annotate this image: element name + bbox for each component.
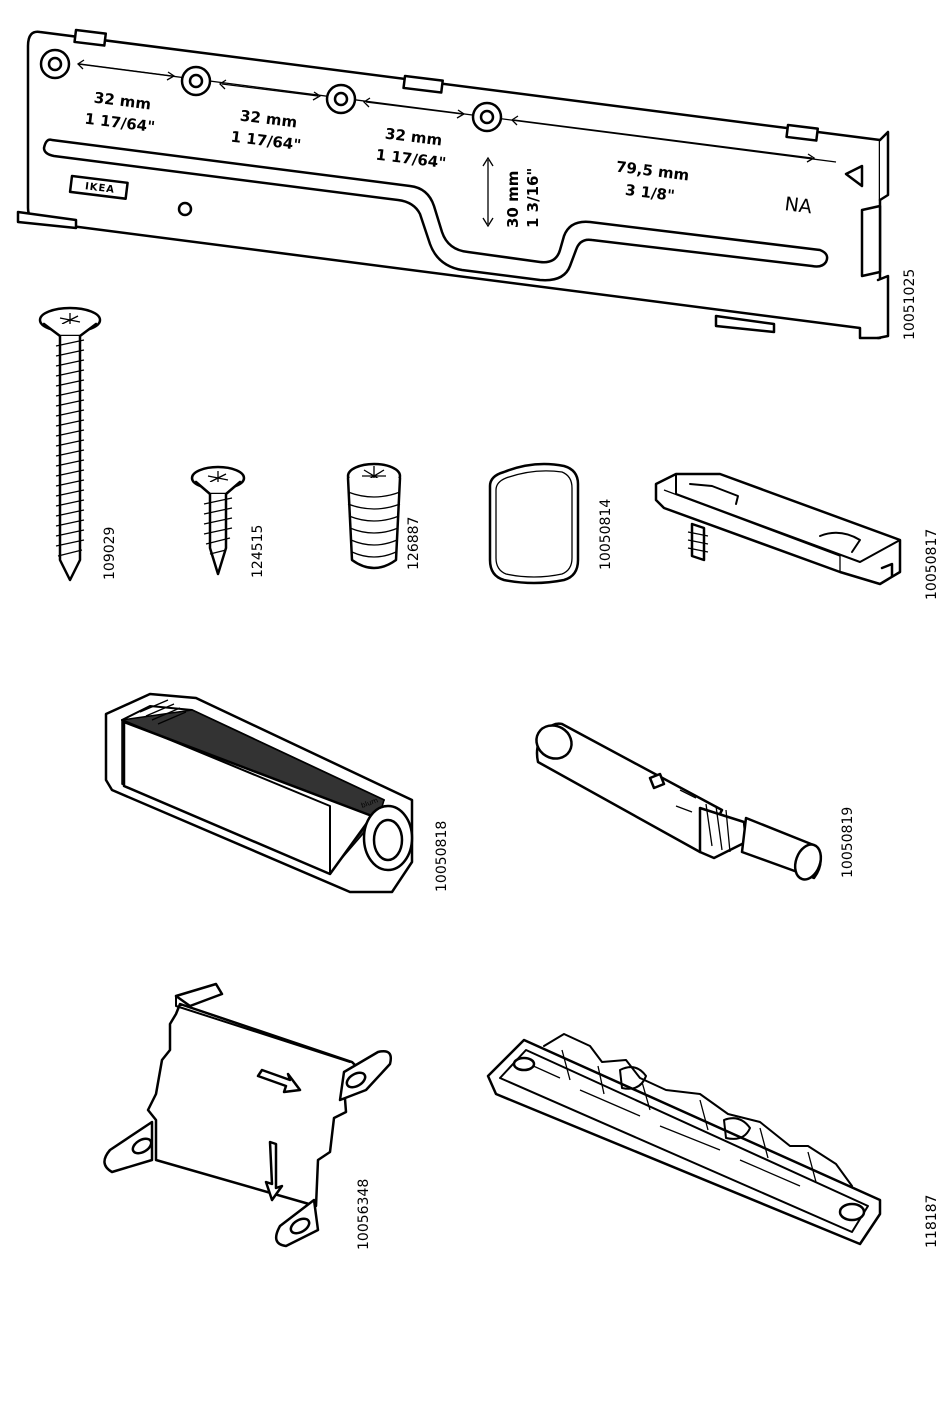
rail-vertical-dim-mm: 30 mm xyxy=(504,171,522,228)
short-screw-article: 124515 xyxy=(250,525,266,578)
mounting-rail: IKEA 32 mm 1 17/64" 32 mm 1 17/64" 32 mm… xyxy=(18,30,918,340)
mounting-template-icon: 10056348 xyxy=(104,984,390,1250)
long-screw-icon: 109029 xyxy=(40,308,118,580)
rail-article-number: 10051025 xyxy=(902,269,918,340)
long-screw-article: 109029 xyxy=(102,527,118,580)
rail-hole-3 xyxy=(327,85,355,113)
push-opener-plunger-icon: 10050819 xyxy=(530,719,856,883)
template-article: 10056348 xyxy=(356,1179,372,1250)
rail-code-label: NA xyxy=(783,193,813,218)
dowel-article: 126887 xyxy=(406,517,422,570)
short-screw-icon: 124515 xyxy=(192,467,266,578)
pad-icon: 10050814 xyxy=(490,464,614,583)
push-opener-housing-icon: blum 10050818 xyxy=(106,694,450,892)
plunger-article: 10050819 xyxy=(840,807,856,878)
clip-bracket-article: 10050817 xyxy=(924,529,940,600)
pad-article: 10050814 xyxy=(598,499,614,570)
plate-article: 118187 xyxy=(924,1195,940,1248)
dowel-icon: 126887 xyxy=(348,464,422,570)
mounting-plate-icon: 118187 xyxy=(488,1034,940,1248)
rail-vertical-dim-inch: 1 3/16" xyxy=(524,168,542,228)
rail-hole-2 xyxy=(182,67,210,95)
rail-hole-1 xyxy=(41,50,69,78)
clip-bracket-icon: 10050817 xyxy=(656,474,940,600)
rail-hole-4 xyxy=(473,103,501,131)
housing-article: 10050818 xyxy=(434,821,450,892)
